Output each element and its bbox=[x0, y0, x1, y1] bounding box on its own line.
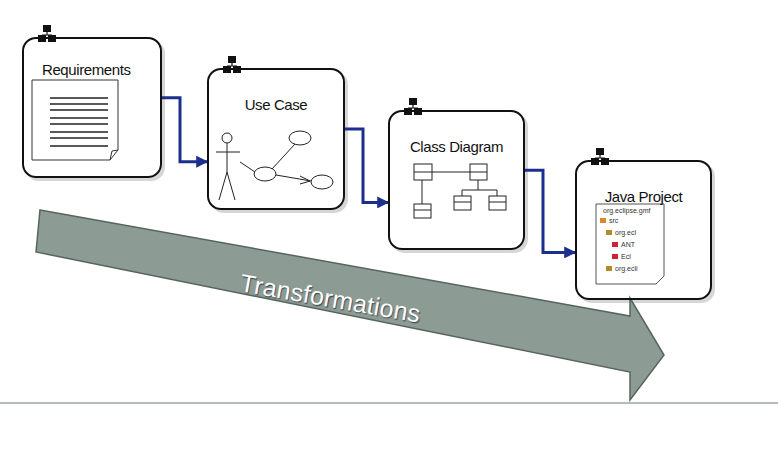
package-icon-top bbox=[228, 56, 236, 63]
tree-item: org.eclipse.gmf bbox=[603, 207, 650, 214]
document-icon bbox=[32, 80, 118, 160]
model-box: Java Project bbox=[575, 160, 712, 300]
actor-body bbox=[227, 143, 228, 172]
tree-item: org.ecl bbox=[615, 229, 636, 236]
actor-head bbox=[222, 133, 232, 143]
actor-legs bbox=[219, 172, 235, 200]
package-icon-top bbox=[43, 25, 51, 32]
association-line bbox=[432, 172, 470, 173]
project-tree-icon bbox=[596, 204, 664, 284]
transformation-connector bbox=[162, 98, 207, 162]
class-box bbox=[414, 204, 431, 218]
tree-item: src bbox=[609, 217, 618, 224]
transformation-arrow bbox=[36, 210, 664, 400]
box-title: Class Diagram bbox=[390, 138, 523, 155]
class-box bbox=[489, 196, 506, 210]
tree-item: org.ecli bbox=[615, 265, 638, 272]
package-icon-link bbox=[408, 105, 418, 108]
inheritance-line bbox=[462, 180, 497, 196]
document-lines bbox=[50, 98, 108, 146]
arrow-label: Transformations bbox=[238, 268, 423, 328]
package-icon-link bbox=[42, 32, 52, 35]
tree-item: ANT bbox=[621, 241, 635, 248]
model-box: Use Case bbox=[207, 68, 345, 210]
class-box bbox=[454, 196, 471, 210]
class-box bbox=[470, 164, 487, 180]
box-fill bbox=[575, 160, 712, 300]
package-icon bbox=[404, 98, 422, 115]
package-icon bbox=[606, 266, 612, 271]
box-title: Java Project bbox=[577, 188, 710, 205]
package-icon-link bbox=[595, 155, 605, 158]
package-icon-link bbox=[227, 63, 237, 66]
transformation-connector bbox=[525, 170, 575, 252]
file-icon bbox=[612, 242, 618, 247]
class-diagram-icon bbox=[414, 164, 506, 218]
association-line bbox=[422, 180, 423, 204]
model-box: Requirements bbox=[22, 37, 162, 178]
include-line bbox=[272, 144, 295, 169]
document-icon bbox=[32, 80, 118, 160]
use-case-ellipse bbox=[254, 167, 276, 181]
use-case-ellipse bbox=[289, 131, 311, 145]
document-corner bbox=[110, 150, 118, 160]
arrow-tip bbox=[300, 176, 310, 184]
box-title: Use Case bbox=[209, 96, 343, 113]
tree-sheet bbox=[596, 204, 664, 284]
actor-arms bbox=[216, 152, 240, 153]
use-case-ellipse bbox=[311, 175, 333, 189]
box-fill bbox=[22, 37, 162, 178]
class-box bbox=[414, 164, 432, 180]
tree-item: Ecl bbox=[621, 253, 631, 260]
package-icon-top bbox=[409, 98, 417, 105]
box-fill bbox=[207, 68, 345, 210]
association-line bbox=[240, 162, 255, 172]
transformation-connector bbox=[345, 129, 388, 202]
package-icon bbox=[606, 230, 612, 235]
model-box: Class Diagram bbox=[388, 110, 525, 250]
package-icon bbox=[223, 56, 241, 73]
package-icon bbox=[38, 25, 56, 42]
file-icon bbox=[612, 254, 618, 259]
extend-line bbox=[276, 175, 311, 181]
box-title: Requirements bbox=[24, 61, 160, 78]
use-case-icon bbox=[216, 131, 333, 200]
package-icon-top bbox=[596, 148, 604, 155]
folder-icon bbox=[600, 218, 606, 223]
divider-line bbox=[0, 402, 778, 404]
package-icon bbox=[591, 148, 609, 165]
box-fill bbox=[388, 110, 525, 250]
